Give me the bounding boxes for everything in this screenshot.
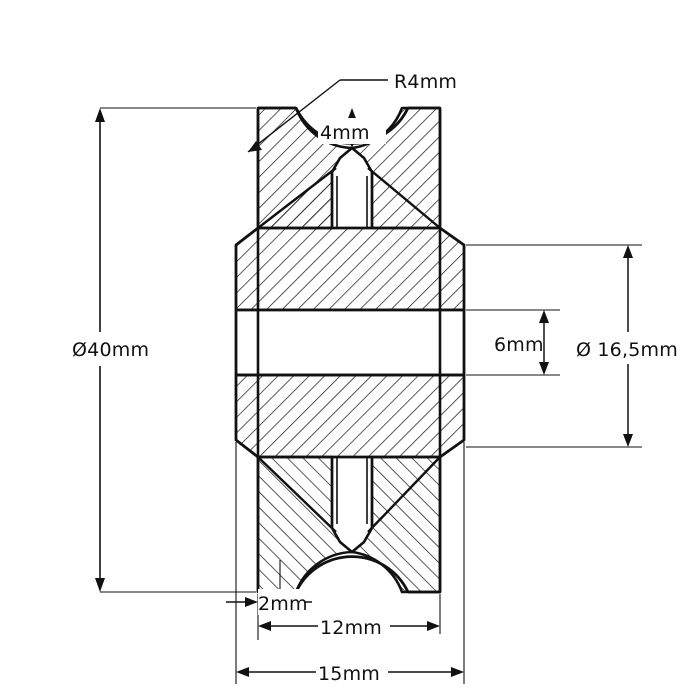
dimension-outer-diameter: Ø40mm [62,107,256,593]
hub-lower-block [234,373,466,459]
dimension-inner-width: 12mm [258,594,441,639]
label-outer-diameter: Ø40mm [72,339,149,361]
label-groove-depth: 4mm [320,122,370,144]
upper-x-diagonals [257,167,441,229]
dimension-hub-width: 6mm [466,309,560,376]
web-inner-walls [330,172,374,528]
label-inner-width: 12mm [320,617,382,639]
lower-x-diagonals [257,456,441,533]
dimension-flange-thickness: 2mm [226,560,312,640]
label-overall-width: 15mm [318,663,380,685]
dimension-overall-width: 15mm [235,442,465,685]
label-bore-diameter: Ø 16,5mm [576,339,678,361]
label-groove-radius: R4mm [394,71,457,93]
flange-outer-edges [256,108,442,592]
dimension-groove-depth: 4mm [318,108,386,148]
lower-left-section [256,455,354,594]
dimension-groove-radius: R4mm [247,71,457,153]
hub-upper-block [234,226,466,312]
hub-bore-void [234,308,466,377]
lower-right-section [350,455,442,594]
part-geometry [234,106,466,594]
label-hub-width: 6mm [494,334,544,356]
label-flange-thickness: 2mm [258,593,308,615]
dimension-bore-diameter: Ø 16,5mm [466,244,686,448]
